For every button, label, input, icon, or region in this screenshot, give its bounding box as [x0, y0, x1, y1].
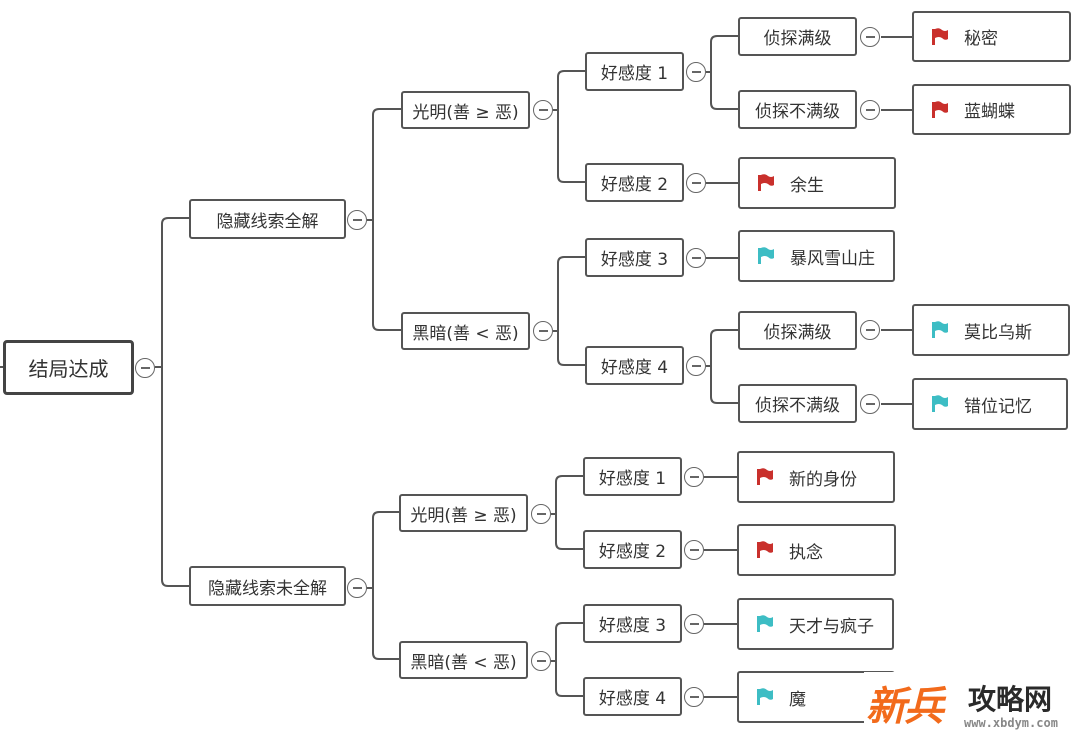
red-flag-icon	[758, 174, 774, 191]
ending-node[interactable]: 天才与疯子	[737, 598, 894, 650]
red-flag-icon	[757, 541, 773, 558]
ending-node[interactable]: 暴风雪山庄	[738, 230, 895, 282]
node-label: 好感度 3	[598, 616, 667, 636]
red-flag-icon	[932, 27, 948, 45]
node-label: 黑暗(善 < 恶)	[410, 652, 517, 673]
collapse-toggle[interactable]	[347, 578, 367, 598]
ending-node[interactable]: 莫比乌斯	[912, 304, 1070, 356]
collapse-toggle[interactable]	[860, 394, 880, 414]
collapse-toggle[interactable]	[686, 173, 706, 193]
branch-hidden-clues-incomplete[interactable]: 隐藏线索未全解	[189, 566, 346, 606]
node-detective-not-max[interactable]: 侦探不满级	[738, 384, 857, 423]
branch-label: 隐藏线索未全解	[208, 578, 327, 599]
node-detective-max[interactable]: 侦探满级	[738, 17, 857, 56]
collapse-toggle[interactable]	[684, 540, 704, 560]
ending-label: 暴风雪山庄	[790, 248, 875, 269]
collapse-toggle[interactable]	[533, 321, 553, 341]
node-affection-3[interactable]: 好感度 3	[583, 604, 682, 643]
branch-label: 隐藏线索全解	[216, 211, 319, 232]
collapse-toggle[interactable]	[860, 100, 880, 120]
node-affection-3[interactable]: 好感度 3	[585, 238, 684, 277]
teal-flag-icon	[932, 321, 948, 338]
node-label: 光明(善 ≥ 恶)	[410, 505, 517, 526]
node-affection-2[interactable]: 好感度 2	[583, 530, 682, 569]
ending-node[interactable]: 蓝蝴蝶	[912, 84, 1071, 135]
node-affection-4[interactable]: 好感度 4	[583, 677, 682, 716]
ending-node[interactable]: 执念	[737, 524, 896, 576]
node-label: 黑暗(善 < 恶)	[412, 323, 519, 344]
collapse-toggle[interactable]	[684, 614, 704, 634]
collapse-toggle[interactable]	[860, 320, 880, 340]
node-affection-2[interactable]: 好感度 2	[585, 163, 684, 202]
ending-label: 秘密	[964, 29, 998, 49]
node-light[interactable]: 光明(善 ≥ 恶)	[401, 91, 530, 129]
node-affection-1[interactable]: 好感度 1	[585, 52, 684, 91]
node-label: 侦探满级	[763, 323, 832, 343]
node-affection-4[interactable]: 好感度 4	[585, 346, 684, 385]
watermark-logo: 新兵 攻略网 www.xbdym.com	[864, 672, 1080, 736]
collapse-toggle[interactable]	[686, 356, 706, 376]
node-label: 好感度 2	[598, 542, 667, 562]
node-label: 好感度 4	[600, 358, 669, 378]
root-node[interactable]: 结局达成	[3, 340, 134, 395]
branch-hidden-clues-complete[interactable]: 隐藏线索全解	[189, 199, 346, 239]
collapse-toggle[interactable]	[531, 651, 551, 671]
ending-node[interactable]: 余生	[738, 157, 896, 209]
teal-flag-icon	[932, 395, 948, 412]
collapse-toggle[interactable]	[686, 62, 706, 82]
teal-flag-icon	[758, 247, 774, 264]
node-label: 侦探不满级	[755, 396, 840, 416]
node-dark[interactable]: 黑暗(善 < 恶)	[399, 641, 528, 679]
node-detective-max[interactable]: 侦探满级	[738, 311, 857, 350]
collapse-toggle[interactable]	[684, 687, 704, 707]
ending-label: 莫比乌斯	[964, 322, 1032, 343]
ending-label: 新的身份	[789, 469, 857, 490]
ending-label: 执念	[789, 542, 823, 563]
node-light[interactable]: 光明(善 ≥ 恶)	[399, 494, 528, 532]
node-label: 侦探满级	[763, 29, 832, 49]
ending-label: 魔	[789, 689, 806, 710]
collapse-toggle[interactable]	[686, 248, 706, 268]
collapse-toggle[interactable]	[684, 467, 704, 487]
watermark-title: 攻略网	[968, 683, 1053, 716]
root-label: 结局达成	[28, 357, 109, 381]
ending-label: 天才与疯子	[789, 616, 874, 637]
node-label: 光明(善 ≥ 恶)	[412, 102, 519, 123]
node-affection-1[interactable]: 好感度 1	[583, 457, 682, 496]
ending-label: 余生	[790, 175, 824, 196]
red-flag-icon	[757, 468, 773, 485]
red-flag-icon	[932, 100, 948, 118]
collapse-toggle[interactable]	[860, 27, 880, 47]
node-detective-not-max[interactable]: 侦探不满级	[738, 90, 857, 129]
watermark-url: www.xbdym.com	[964, 716, 1058, 730]
node-label: 好感度 1	[600, 64, 669, 84]
node-label: 好感度 2	[600, 175, 669, 195]
collapse-toggle-root[interactable]	[135, 358, 155, 378]
teal-flag-icon	[757, 688, 773, 705]
ending-label: 错位记忆	[964, 396, 1032, 417]
node-label: 侦探不满级	[755, 102, 840, 122]
ending-node[interactable]: 错位记忆	[912, 378, 1068, 430]
collapse-toggle[interactable]	[533, 100, 553, 120]
ending-node[interactable]: 秘密	[912, 11, 1071, 62]
teal-flag-icon	[757, 615, 773, 632]
ending-node[interactable]: 新的身份	[737, 451, 895, 503]
ending-label: 蓝蝴蝶	[964, 102, 1015, 122]
node-dark[interactable]: 黑暗(善 < 恶)	[401, 312, 530, 350]
node-label: 好感度 4	[598, 689, 667, 709]
collapse-toggle[interactable]	[347, 210, 367, 230]
node-label: 好感度 1	[598, 469, 667, 489]
watermark-brand: 新兵	[866, 684, 944, 730]
node-label: 好感度 3	[600, 250, 669, 270]
collapse-toggle[interactable]	[531, 504, 551, 524]
